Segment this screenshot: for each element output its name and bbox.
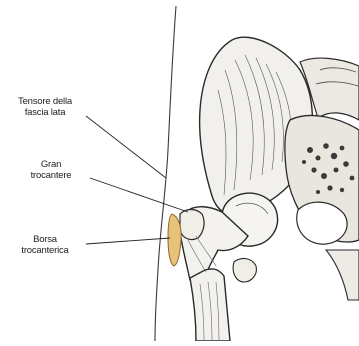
greater-trochanter	[180, 210, 204, 240]
label-gran-line1: Gran	[26, 159, 76, 170]
label-tensore-line1: Tensore della	[6, 96, 84, 107]
leader-tensore	[86, 116, 166, 178]
lesser-trochanter	[233, 259, 256, 282]
leader-borsa	[86, 238, 170, 244]
pubic-ramus	[326, 250, 359, 300]
trochanteric-bursa	[168, 214, 181, 266]
label-gran-line2: trocantere	[14, 170, 88, 181]
skin-contour	[155, 6, 176, 341]
leader-gran-trocantere	[90, 178, 188, 212]
femoral-shaft	[190, 269, 230, 341]
label-tensore-line2: fascia lata	[6, 107, 84, 118]
label-borsa-line1: Borsa	[20, 234, 70, 245]
label-borsa-line2: trocanterica	[4, 245, 86, 256]
